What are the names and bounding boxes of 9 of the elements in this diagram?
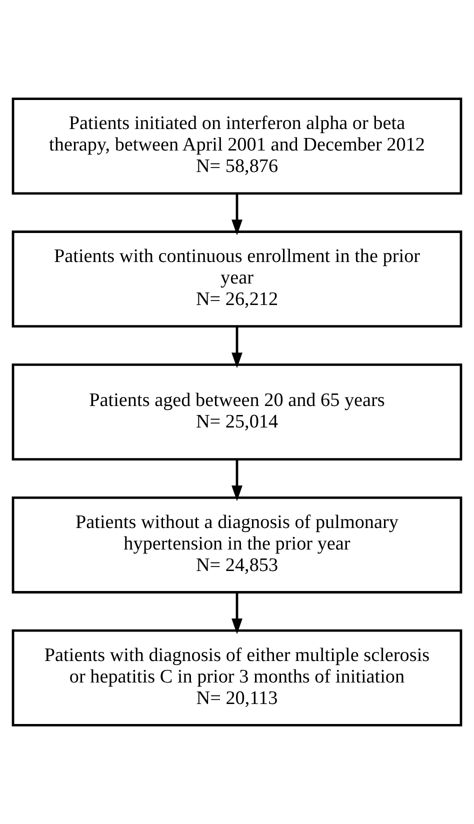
node-box: Patients initiated on interferon alpha or beta therapy, between April 2001 and December 2012 N= 58,876	[12, 98, 462, 195]
node-box: Patients with diagnosis of either multiple sclerosis or hepatitis C in prior 3 months of initiation N= 20,113	[12, 629, 462, 726]
arrow	[232, 592, 242, 634]
arrow	[232, 194, 242, 236]
arrow	[232, 460, 242, 502]
node-box: Patients without a diagnosis of pulmonary hypertension in the prior year N= 24,853	[12, 496, 462, 594]
node-box: Patients with continuous enrollment in the prior year N= 26,212	[12, 230, 462, 328]
arrow	[232, 326, 242, 368]
node-box: Patients aged between 20 and 65 years N= 25,014	[12, 364, 462, 460]
